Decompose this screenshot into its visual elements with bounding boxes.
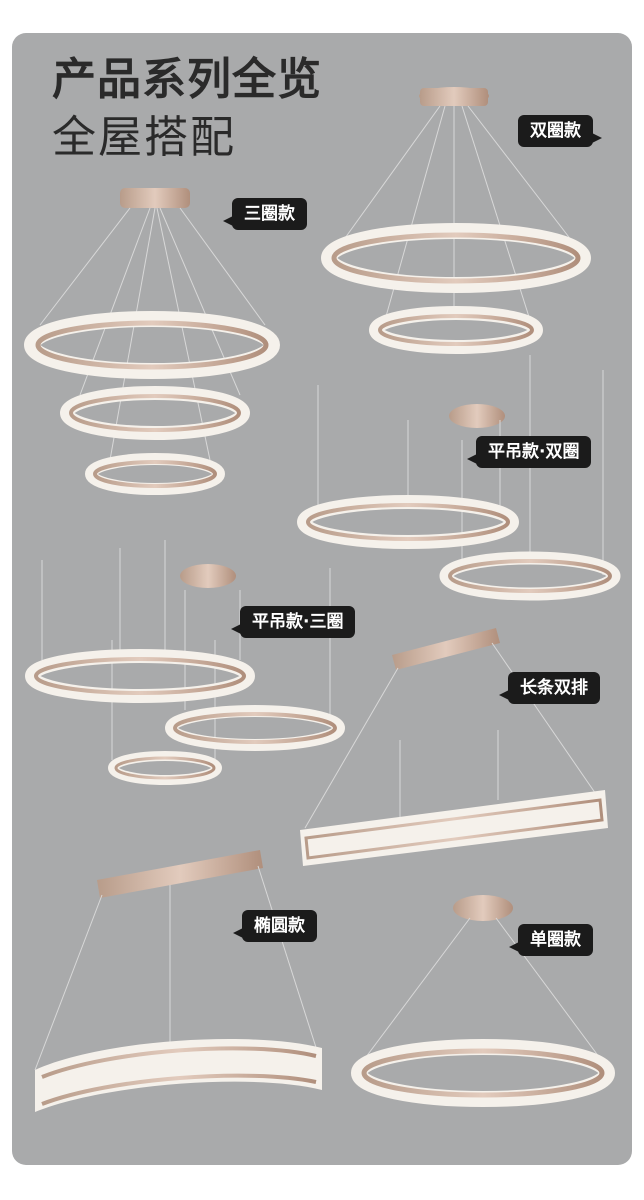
single-ring-lamp <box>351 895 615 1107</box>
double-ring-lamp <box>321 87 591 354</box>
tag-single-ring: 单圈款 <box>509 924 593 956</box>
tag-oval: 椭圆款 <box>233 910 317 942</box>
tag-double-ring: 双圈款 <box>518 115 602 147</box>
page-subtitle: 全屋搭配 <box>52 112 236 163</box>
flat-triple-ring-lamp <box>25 540 345 785</box>
tag-flat-double: 平吊款·双圈 <box>466 436 592 468</box>
tag-triple-ring: 三圈款 <box>223 198 307 230</box>
flat-double-ring-lamp <box>297 355 621 601</box>
page-title: 产品系列全览 <box>52 54 322 105</box>
oval-lamp <box>34 850 322 1112</box>
triple-ring-lamp <box>24 188 280 495</box>
long-double-row-lamp <box>300 628 608 866</box>
tag-long-double: 长条双排 <box>499 672 600 704</box>
tag-flat-triple: 平吊款·三圈 <box>230 606 356 638</box>
